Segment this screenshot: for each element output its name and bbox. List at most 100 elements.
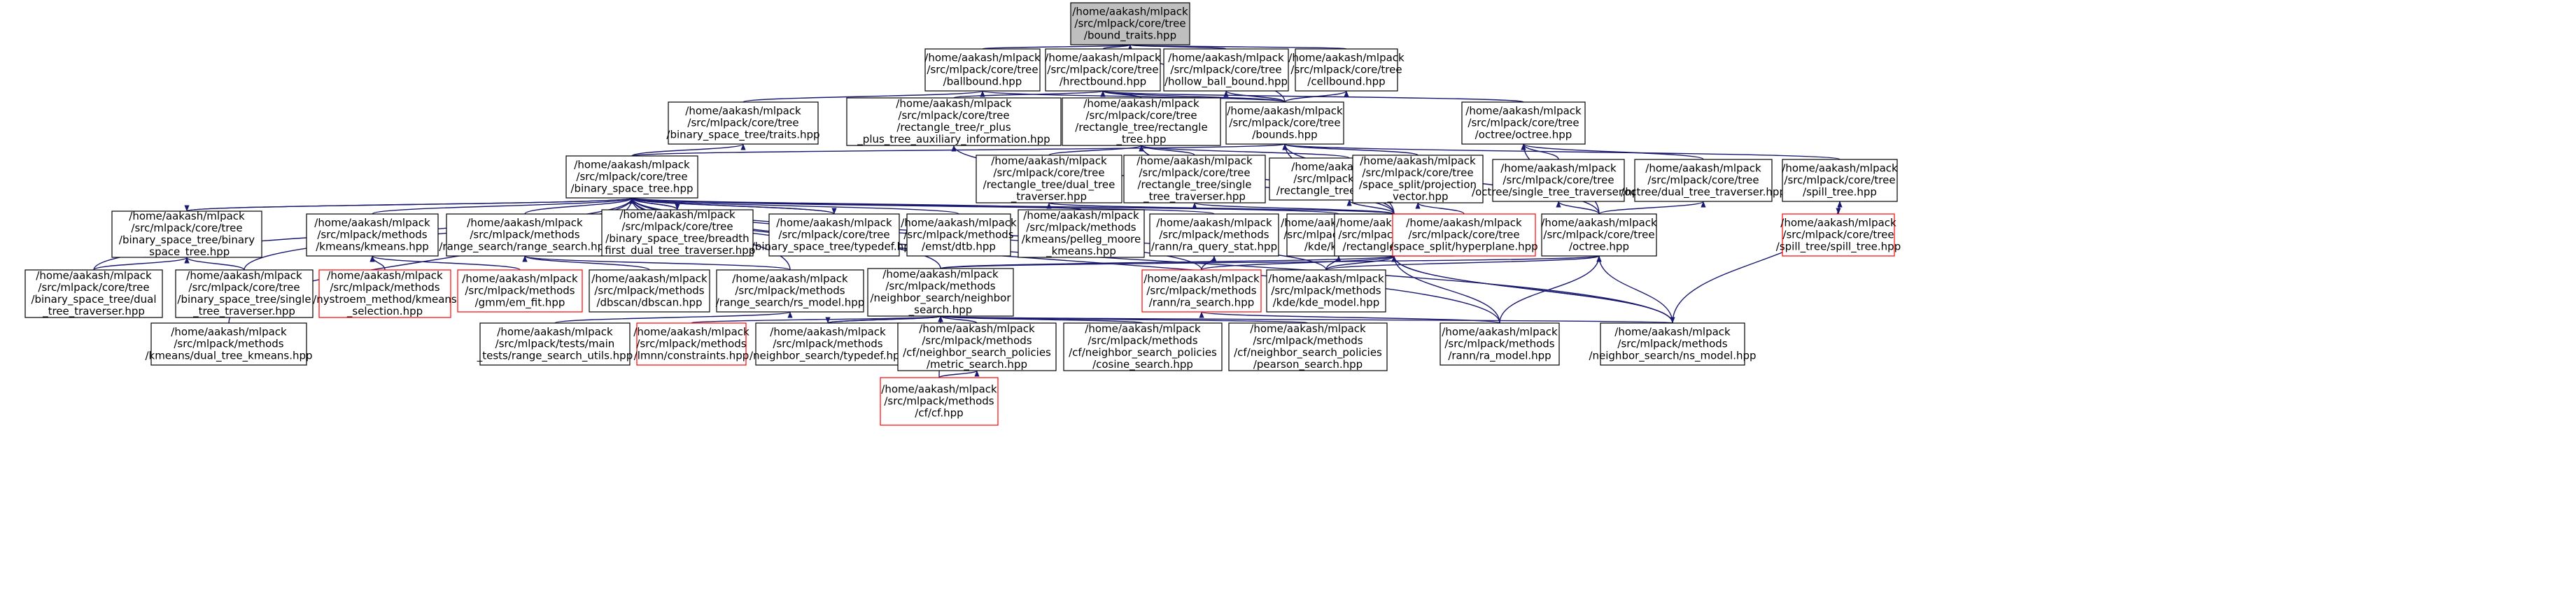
node-label-line: /home/aakash/mlpack bbox=[314, 217, 430, 229]
graph-node-spill-spill[interactable]: /home/aakash/mlpack/src/mlpack/core/tree… bbox=[1776, 213, 1901, 257]
graph-node-ns-typedef[interactable]: /home/aakash/mlpack/src/mlpack/methods/n… bbox=[749, 322, 906, 366]
node-box bbox=[1070, 2, 1190, 45]
graph-node-main-tests[interactable]: /home/aakash/mlpack/src/mlpack/tests/mai… bbox=[477, 322, 633, 366]
graph-node-cf-metric[interactable]: /home/aakash/mlpack/src/mlpack/methods/c… bbox=[897, 322, 1057, 371]
dependency-edge bbox=[522, 255, 650, 271]
dependency-edge bbox=[1415, 202, 1465, 215]
graph-node-bst[interactable]: /home/aakash/mlpack/src/mlpack/core/tree… bbox=[565, 155, 698, 199]
graph-node-rect-tree-rect[interactable]: /home/aakash/mlpack/src/mlpack/core/tree… bbox=[1062, 97, 1221, 146]
graph-node-bst-traits[interactable]: /home/aakash/mlpack/src/mlpack/core/tree… bbox=[666, 101, 820, 145]
graph-node-lmnr[interactable]: /home/aakash/mlpack/src/mlpack/methods/l… bbox=[633, 322, 749, 366]
graph-node-ra-query[interactable]: /home/aakash/mlpack/src/mlpack/methods/r… bbox=[1149, 213, 1279, 257]
graph-node-kmeans[interactable]: /home/aakash/mlpack/src/mlpack/methods/k… bbox=[306, 213, 439, 257]
graph-node-cellbound[interactable]: /home/aakash/mlpack/src/mlpack/core/tree… bbox=[1288, 48, 1405, 92]
node-label-line: /binary_space_tree.hpp bbox=[571, 183, 694, 196]
graph-node-proj-vec[interactable]: /home/aakash/mlpack/src/mlpack/core/tree… bbox=[1352, 155, 1484, 203]
graph-node-range-search[interactable]: /home/aakash/mlpack/src/mlpack/methods/r… bbox=[439, 213, 611, 257]
node-box bbox=[1492, 159, 1625, 202]
graph-node-dbscan[interactable]: /home/aakash/mlpack/src/mlpack/methods/d… bbox=[589, 269, 710, 313]
node-label-line: /lmnn/constraints.hpp bbox=[634, 350, 749, 362]
node-label-line: /src/mlpack/methods bbox=[465, 285, 575, 297]
node-label-line: /pearson_search.hpp bbox=[1253, 358, 1363, 371]
graph-node-spill-tree[interactable]: /home/aakash/mlpack/src/mlpack/core/tree… bbox=[1782, 159, 1898, 202]
graph-node-neighbor[interactable]: /home/aakash/mlpack/src/mlpack/methods/n… bbox=[867, 268, 1014, 317]
node-label-line: /home/aakash/mlpack bbox=[1168, 52, 1284, 64]
dependency-edge bbox=[93, 257, 190, 271]
graph-node-kde-model[interactable]: /home/aakash/mlpack/src/mlpack/methods/k… bbox=[1266, 269, 1386, 313]
graph-node-oct-dual[interactable]: /home/aakash/mlpack/src/mlpack/core/tree… bbox=[1621, 159, 1786, 202]
graph-node-pelleg[interactable]: /home/aakash/mlpack/src/mlpack/methods/k… bbox=[1018, 209, 1145, 258]
graph-node-ballbound[interactable]: /home/aakash/mlpack/src/mlpack/core/tree… bbox=[924, 48, 1041, 92]
node-label-line: /src/mlpack/core/tree bbox=[576, 171, 687, 183]
graph-node-bst-typedef[interactable]: /home/aakash/mlpack/src/mlpack/core/tree… bbox=[752, 213, 917, 257]
graph-node-ra-model[interactable]: /home/aakash/mlpack/src/mlpack/methods/r… bbox=[1440, 322, 1560, 366]
graph-node-rt-dual[interactable]: /home/aakash/mlpack/src/mlpack/core/tree… bbox=[976, 155, 1122, 203]
graph-node-octree[interactable]: /home/aakash/mlpack/src/mlpack/core/tree… bbox=[1541, 213, 1657, 257]
node-box bbox=[1634, 159, 1773, 202]
node-label-line: /ballbound.hpp bbox=[943, 76, 1022, 88]
dependency-edge bbox=[982, 44, 1132, 51]
graph-node-bst-single[interactable]: /home/aakash/mlpack/src/mlpack/core/tree… bbox=[175, 269, 314, 318]
node-label-line: _tree_traverser.hpp bbox=[192, 305, 295, 318]
node-label-line: /src/mlpack/core/tree bbox=[1290, 64, 1402, 76]
graph-node-bst-binary[interactable]: /home/aakash/mlpack/src/mlpack/core/tree… bbox=[111, 210, 262, 259]
node-label-line: _tree_traverser.hpp bbox=[42, 305, 145, 318]
graph-node-oct-single[interactable]: /home/aakash/mlpack/src/mlpack/core/tree… bbox=[1472, 159, 1645, 202]
graph-node-ra-search[interactable]: /home/aakash/mlpack/src/mlpack/methods/r… bbox=[1141, 269, 1262, 313]
node-label-line: /hrectbound.hpp bbox=[1060, 76, 1146, 88]
node-label-line: /home/aakash/mlpack bbox=[882, 268, 999, 280]
graph-node-rt-single[interactable]: /home/aakash/mlpack/src/mlpack/core/tree… bbox=[1123, 155, 1266, 203]
graph-node-bounds[interactable]: /home/aakash/mlpack/src/mlpack/core/tree… bbox=[1225, 101, 1344, 145]
graph-node-dual-kmeans[interactable]: /home/aakash/mlpack/src/mlpack/methods/k… bbox=[145, 322, 313, 366]
node-label-line: /home/aakash/mlpack bbox=[1442, 326, 1558, 338]
node-label-line: /home/aakash/mlpack bbox=[1268, 273, 1384, 285]
graph-node-rplus-aux[interactable]: /home/aakash/mlpack/src/mlpack/core/tree… bbox=[846, 97, 1062, 146]
graph-node-emst[interactable]: /home/aakash/mlpack/src/mlpack/methods/e… bbox=[901, 213, 1017, 257]
node-label-line: /range_search/rs_model.hpp bbox=[716, 297, 865, 310]
dependency-edge bbox=[184, 257, 245, 271]
graph-node-bst-dual[interactable]: /home/aakash/mlpack/src/mlpack/core/tree… bbox=[24, 269, 163, 318]
dependency-edge bbox=[1283, 143, 1840, 160]
node-label-line: /src/mlpack/core/tree bbox=[188, 281, 300, 294]
graph-node-bst-breadth[interactable]: /home/aakash/mlpack/src/mlpack/core/tree… bbox=[599, 208, 756, 257]
dependency-edge bbox=[1048, 145, 1144, 156]
node-label-line: /src/mlpack/methods bbox=[1253, 334, 1363, 347]
graph-node-ns-model[interactable]: /home/aakash/mlpack/src/mlpack/methods/n… bbox=[1589, 322, 1757, 366]
dependency-edge bbox=[1596, 255, 1673, 324]
dependency-edge bbox=[953, 90, 1106, 99]
node-box bbox=[1062, 97, 1221, 146]
node-label-line: /kde/kde_model.hpp bbox=[1273, 297, 1380, 310]
graph-node-hrectbound[interactable]: /home/aakash/mlpack/src/mlpack/core/tree… bbox=[1045, 48, 1161, 92]
node-label-line: /bounds.hpp bbox=[1252, 129, 1317, 141]
node-box bbox=[1228, 322, 1388, 371]
dependency-edge bbox=[1499, 255, 1602, 324]
node-label-line: /neighbor_search/neighbor bbox=[870, 292, 1011, 305]
dependency-edge bbox=[1201, 255, 1397, 271]
graph-node-gmm[interactable]: /home/aakash/mlpack/src/mlpack/methods/g… bbox=[457, 269, 583, 313]
node-label-line: /hollow_ball_bound.hpp bbox=[1164, 76, 1288, 89]
graph-node-rs-model[interactable]: /home/aakash/mlpack/src/mlpack/methods/r… bbox=[716, 269, 865, 313]
graph-node-cf[interactable]: /home/aakash/mlpack/src/mlpack/methods/c… bbox=[880, 377, 999, 426]
graph-node-hollow-ball[interactable]: /home/aakash/mlpack/src/mlpack/core/tree… bbox=[1163, 48, 1289, 92]
node-box bbox=[111, 210, 262, 258]
node-box bbox=[636, 322, 747, 366]
node-label-line: /src/mlpack/methods bbox=[1444, 338, 1554, 350]
graph-node-cf-cosine[interactable]: /home/aakash/mlpack/src/mlpack/methods/c… bbox=[1063, 322, 1223, 371]
node-box bbox=[1440, 322, 1560, 366]
node-label-line: /home/aakash/mlpack bbox=[1645, 162, 1761, 175]
node-label-line: /home/aakash/mlpack bbox=[633, 326, 749, 338]
graph-node-mystroem[interactable]: /home/aakash/mlpack/src/mlpack/methods/n… bbox=[313, 269, 457, 318]
graph-node-cf-pearson[interactable]: /home/aakash/mlpack/src/mlpack/methods/c… bbox=[1228, 322, 1388, 371]
node-box bbox=[1063, 322, 1223, 371]
graph-node-hyperplane[interactable]: /home/aakash/mlpack/src/mlpack/core/tree… bbox=[1390, 213, 1538, 257]
node-label-line: /cosine_search.hpp bbox=[1092, 358, 1193, 371]
node-label-line: /src/mlpack/methods bbox=[1026, 221, 1136, 234]
node-label-line: /binary_space_tree/traits.hpp bbox=[666, 129, 819, 142]
graph-node-octree-octree[interactable]: /home/aakash/mlpack/src/mlpack/core/tree… bbox=[1461, 101, 1586, 145]
node-label-line: /neighbor_search/typedef.hpp bbox=[749, 350, 906, 363]
node-label-line: /home/aakash/mlpack bbox=[1360, 155, 1476, 167]
graph-node-bound-traits: /home/aakash/mlpack/src/mlpack/core/tree… bbox=[1070, 2, 1190, 45]
node-label-line: /rectangle_tree/dual_tree bbox=[983, 178, 1115, 192]
node-label-line: /binary_space_tree/binary bbox=[119, 234, 255, 247]
node-label-line: /home/aakash/mlpack bbox=[591, 273, 708, 285]
